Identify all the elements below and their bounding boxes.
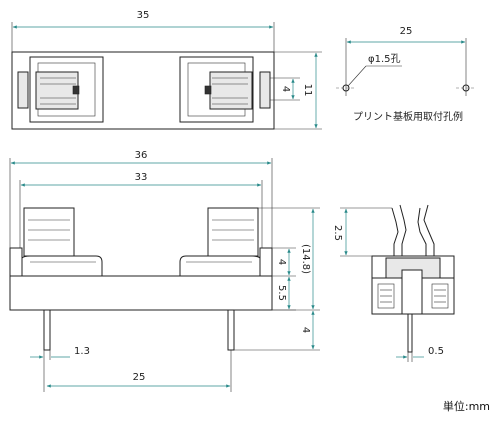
dim-slot: 4 xyxy=(280,86,291,92)
dim-overall: 36 xyxy=(135,150,148,161)
dim-height: 11 xyxy=(302,84,313,97)
front-left-clip xyxy=(21,207,103,276)
dim-clip: 2.5 xyxy=(332,225,343,241)
dim-pin-width: 1.3 xyxy=(74,346,90,357)
side-view: 2.5 0.5 xyxy=(332,204,455,362)
dim-pitch: 25 xyxy=(133,372,146,383)
front-pin-right xyxy=(227,309,235,351)
top-view-body xyxy=(11,51,275,130)
front-pin-left xyxy=(43,309,51,351)
dim-h-lower: 5.5 xyxy=(276,285,287,301)
dim-inner: 33 xyxy=(135,172,148,183)
side-clip-left xyxy=(391,207,399,256)
unit-label: 単位:mm xyxy=(442,400,490,413)
top-left-clip xyxy=(17,56,104,123)
pcb-hole-left xyxy=(342,84,350,92)
pcb-pitch: 25 xyxy=(400,26,413,37)
pcb-hole-label: φ1.5孔 xyxy=(368,53,401,65)
side-pin xyxy=(407,313,413,353)
dim-pin-len: 4 xyxy=(300,327,311,333)
dim-h-total: (14.8) xyxy=(300,244,311,274)
front-base xyxy=(9,275,273,311)
side-clip-right xyxy=(417,207,427,256)
dim-pin: 0.5 xyxy=(428,346,444,357)
top-view: 35 4 xyxy=(11,10,322,130)
front-view: 36 33 xyxy=(9,150,320,392)
dim-h-upper: 4 xyxy=(276,259,287,265)
pcb-hole-right xyxy=(462,84,470,92)
pcb-hole-pattern: 25 φ1.5孔 プリント基板用取付孔例 xyxy=(336,26,476,123)
top-right-clip xyxy=(179,56,271,123)
dim-width: 35 xyxy=(137,10,150,21)
front-right-clip xyxy=(179,207,261,276)
pcb-caption: プリント基板用取付孔例 xyxy=(353,110,463,123)
